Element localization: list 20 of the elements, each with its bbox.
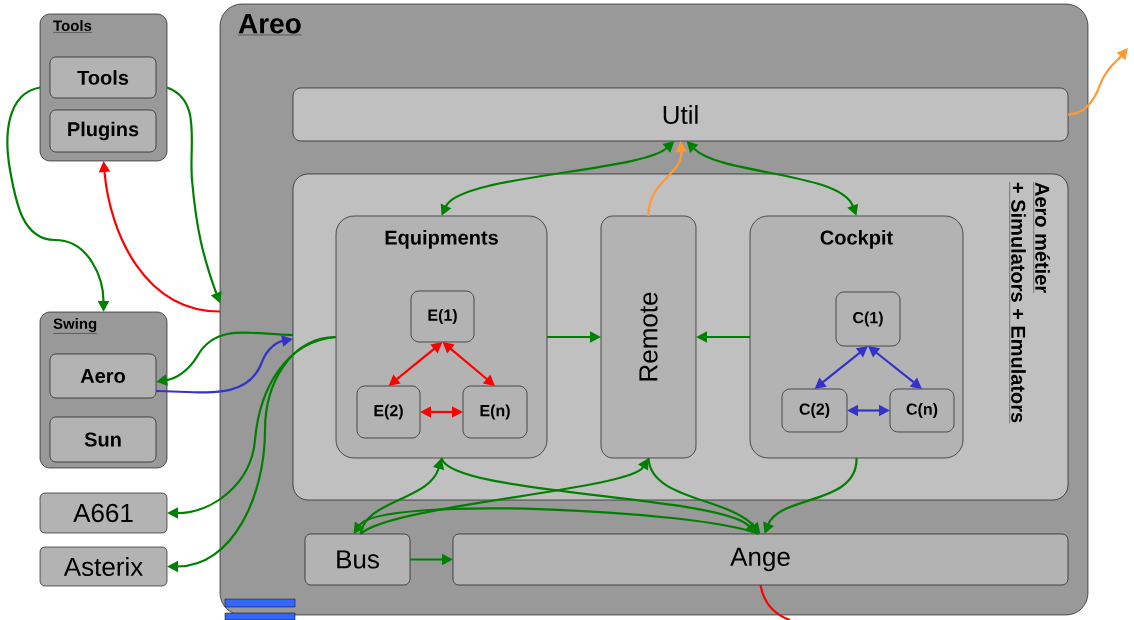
process-box: E(2) xyxy=(356,385,421,439)
process-box: C(n) xyxy=(889,388,955,433)
module-box: Sun xyxy=(49,416,157,463)
arrow xyxy=(353,507,759,536)
process-box: E(n) xyxy=(462,385,528,439)
module-box: Tools xyxy=(49,56,157,99)
process-box: C(1) xyxy=(835,291,901,347)
process-box: E(1) xyxy=(410,290,475,343)
module-box: Bus xyxy=(304,533,411,586)
module-box: Asterix xyxy=(39,546,168,587)
layer-bar: Util xyxy=(292,87,1069,142)
process-box: C(2) xyxy=(781,388,848,433)
module-box: Remote xyxy=(600,215,697,459)
module-box: Aero xyxy=(49,353,157,399)
arrow xyxy=(868,346,922,389)
module-box: A661 xyxy=(39,492,168,534)
connector-line xyxy=(759,584,791,620)
layer-bar: Ange xyxy=(452,533,1069,586)
module-box: Plugins xyxy=(49,109,157,153)
arrow xyxy=(1067,48,1128,116)
